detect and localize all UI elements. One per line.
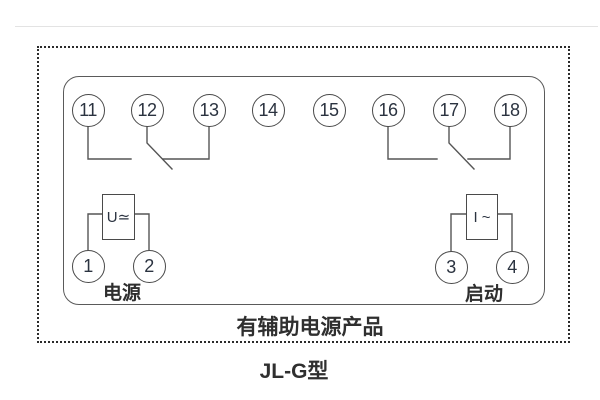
- contact-wire-terminal-18: [467, 125, 511, 160]
- dotted-outer-frame: [37, 46, 570, 343]
- terminal-15: 15: [312, 93, 346, 127]
- terminal-4: 4: [495, 250, 529, 284]
- power-wire-terminal-1: [87, 213, 103, 251]
- current-source-label: I ~: [473, 208, 491, 226]
- current-source-box: I ~: [466, 194, 498, 240]
- power-wire-terminal-2: [134, 213, 150, 251]
- contact-blade-terminal-17: [448, 125, 475, 170]
- start-group-label: 启动: [464, 284, 504, 305]
- terminal-16: 16: [371, 93, 405, 127]
- terminal-3: 3: [434, 250, 468, 284]
- contact-wire-terminal-16: [387, 125, 438, 160]
- voltage-source-box: U≃: [102, 194, 135, 240]
- terminal-12: 12: [130, 93, 164, 127]
- diagram-caption: 有辅助电源产品: [236, 316, 384, 339]
- terminal-18: 18: [493, 93, 527, 127]
- terminal-2: 2: [132, 249, 166, 283]
- terminal-1: 1: [71, 249, 105, 283]
- page-divider-line: [15, 26, 598, 27]
- voltage-source-label: U≃: [106, 209, 131, 226]
- start-wire-terminal-4: [497, 213, 513, 252]
- terminal-13: 13: [192, 93, 226, 127]
- terminal-11: 11: [71, 93, 105, 127]
- contact-blade-terminal-12: [146, 125, 173, 170]
- contact-wire-terminal-11: [87, 125, 132, 160]
- terminal-14: 14: [251, 93, 285, 127]
- terminal-17: 17: [432, 93, 466, 127]
- start-wire-terminal-3: [450, 213, 467, 252]
- relay-panel-outline: [63, 76, 545, 305]
- power-group-label: 电源: [102, 283, 142, 304]
- contact-wire-terminal-13: [162, 125, 210, 160]
- model-title: JL-G型: [259, 360, 329, 383]
